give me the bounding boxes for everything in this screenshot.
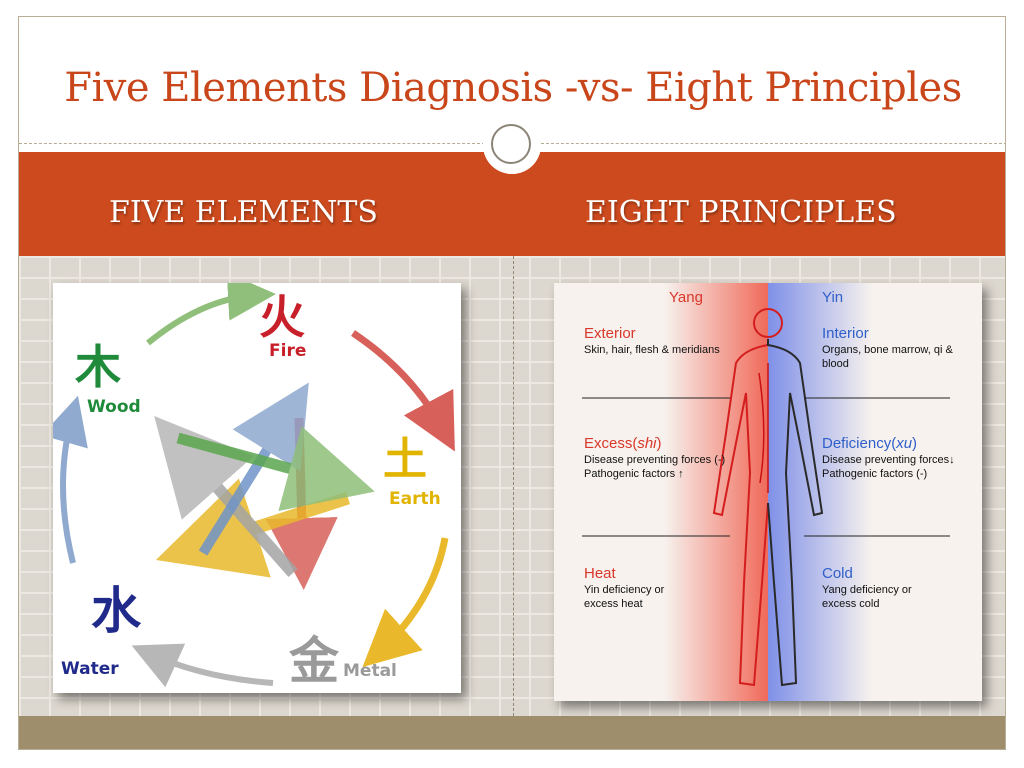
exterior-desc: Skin, hair, flesh & meridians [584, 344, 720, 356]
five-elements-arrows [53, 283, 455, 688]
eight-principles-heading: EIGHT PRINCIPLES [585, 195, 897, 230]
column-divider [513, 256, 514, 716]
excess-heading: Excess(shi) [584, 435, 662, 452]
interior-heading: Interior [822, 325, 869, 342]
eight-principles-diagram: Yang Yin Exterior Skin, hair, flesh & me… [554, 283, 982, 701]
interior-desc-1: Organs, bone marrow, qi & [822, 344, 953, 356]
wood-label: Wood [87, 397, 141, 417]
water-label: Water [61, 659, 119, 679]
arrow-fire-to-metal [265, 417, 338, 590]
title-divider-left [19, 143, 485, 144]
arrow-wood-to-earth [176, 426, 375, 511]
yin-gradient [768, 283, 872, 701]
excess-desc-1: Disease preventing forces (-) [584, 454, 726, 466]
yang-gradient [664, 283, 768, 701]
heat-desc-2: excess heat [584, 598, 643, 610]
metal-label: Metal [343, 661, 397, 681]
interior-desc-2: blood [822, 358, 849, 370]
arrow-earth-to-metal [362, 537, 449, 668]
cold-desc-1: Yang deficiency or [822, 584, 912, 596]
arrow-fire-to-earth [351, 330, 455, 452]
yang-label: Yang [669, 289, 703, 306]
fire-symbol: 火 [259, 290, 305, 344]
exterior-heading: Exterior [584, 325, 636, 342]
earth-symbol: 土 [383, 434, 427, 485]
wood-symbol: 木 [75, 340, 121, 394]
fire-label: Fire [269, 341, 307, 361]
yin-label: Yin [822, 289, 844, 306]
title-divider-right [541, 143, 1005, 144]
arrow-metal-to-water [131, 643, 274, 688]
deficiency-heading: Deficiency(xu) [822, 435, 918, 452]
water-symbol: 水 [91, 582, 141, 640]
earth-label: Earth [389, 489, 441, 509]
slide-title: Five Elements Diagnosis -vs- Eight Princ… [64, 65, 962, 111]
five-elements-heading: FIVE ELEMENTS [109, 195, 378, 230]
heat-heading: Heat [584, 565, 616, 582]
eight-principles-graphic [582, 283, 950, 701]
ornament-circle-icon [491, 124, 531, 164]
cold-heading: Cold [822, 565, 853, 582]
excess-desc-2: Pathogenic factors ↑ [584, 468, 684, 480]
heat-desc-1: Yin deficiency or [584, 584, 665, 596]
cold-desc-2: excess cold [822, 598, 880, 610]
deficiency-desc-2: Pathogenic factors (-) [822, 468, 928, 480]
arrow-wood-to-fire [146, 283, 276, 346]
deficiency-desc-1: Disease preventing forces↓ [822, 454, 955, 466]
five-elements-diagram: 火 Fire 土 Earth 金 Metal 水 Water 木 Wood [53, 283, 461, 693]
human-body-figure [712, 308, 824, 687]
metal-symbol: 金 [289, 632, 339, 690]
arrow-water-to-fire [198, 382, 309, 556]
arrow-water-to-wood [53, 395, 88, 564]
footer-band [19, 716, 1005, 749]
slide: Five Elements Diagnosis -vs- Eight Princ… [18, 16, 1006, 750]
